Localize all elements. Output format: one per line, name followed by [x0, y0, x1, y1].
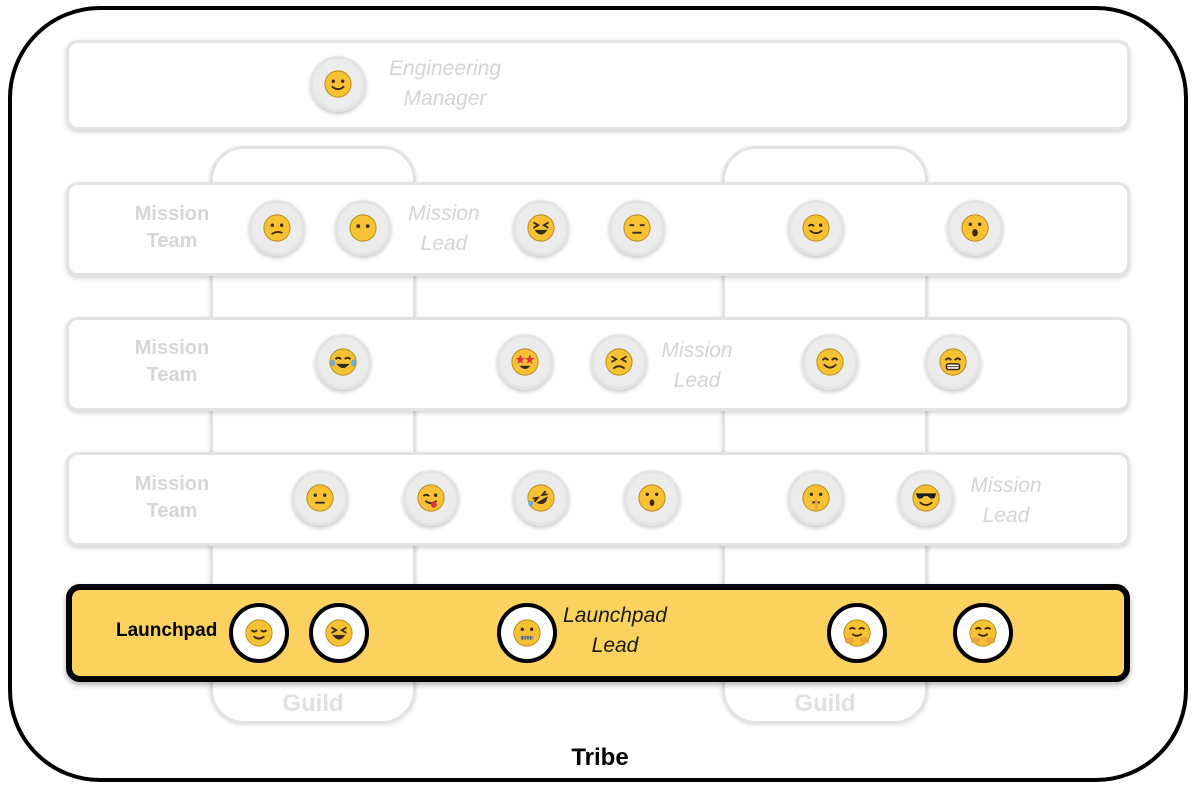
squinting-laughing-face-icon [325, 619, 353, 647]
sunglasses-face-icon [912, 484, 940, 512]
grimacing-face-icon [939, 348, 967, 376]
mission-team-label-1: Mission Team [112, 201, 232, 255]
smiling-face-icon [324, 70, 352, 98]
persevering-face-icon [605, 348, 633, 376]
mission-lead-label-3-line2: Lead [982, 504, 1030, 527]
smiling-eyes-face-icon [816, 348, 844, 376]
member-avatar [497, 334, 553, 390]
mission-lead-label-3-line1: Mission [970, 474, 1042, 497]
member-avatar [513, 470, 569, 526]
launchpad-member-avatar [309, 603, 369, 663]
launchpad-lead-label: Launchpad Lead [545, 601, 685, 661]
mission-team-label-3-line1: Mission [134, 473, 210, 495]
mission-team-label-2-line2: Team [146, 364, 198, 386]
member-avatar [925, 334, 981, 390]
manager-avatar [310, 56, 366, 112]
tribe-label: Tribe [571, 744, 629, 771]
member-avatar [249, 200, 305, 256]
mission-lead-label-1-line1: Mission [408, 202, 480, 225]
mission-team-label-3-line2: Team [146, 500, 198, 522]
mission-lead-label-2-line2: Lead [673, 369, 721, 392]
star-struck-face-icon [511, 348, 539, 376]
member-avatar [802, 334, 858, 390]
member-avatar [513, 200, 569, 256]
launchpad-label: Launchpad [116, 620, 218, 641]
member-avatar [788, 470, 844, 526]
member-avatar [947, 200, 1003, 256]
hugging-face-icon [843, 619, 871, 647]
launchpad-lead-label-line2: Lead [591, 634, 639, 657]
neutral-face-icon [306, 484, 334, 512]
shushing-face-icon [802, 484, 830, 512]
member-avatar [898, 470, 954, 526]
rolling-laughing-face-icon [527, 484, 555, 512]
member-avatar [624, 470, 680, 526]
launchpad-member-avatar [827, 603, 887, 663]
manager-label: Engineering Manager [375, 54, 515, 114]
launchpad-lead-avatar [497, 603, 557, 663]
mission-team-label-1-line2: Team [146, 230, 198, 252]
confused-face-icon [263, 214, 291, 242]
launchpad-member-avatar [229, 603, 289, 663]
member-avatar [292, 470, 348, 526]
tears-of-joy-face-icon [329, 348, 357, 376]
surprised-face-icon [961, 214, 989, 242]
face-without-mouth-icon [349, 214, 377, 242]
guild-label-left: Guild [282, 690, 344, 717]
relieved-face-icon [245, 619, 273, 647]
member-avatar [591, 334, 647, 390]
launchpad-member-avatar [953, 603, 1013, 663]
hugging-face-icon [969, 619, 997, 647]
zipper-mouth-face-icon [513, 619, 541, 647]
squinting-laughing-face-icon [527, 214, 555, 242]
member-avatar [335, 200, 391, 256]
member-avatar [788, 200, 844, 256]
mission-team-label-2-line1: Mission [134, 337, 210, 359]
mission-lead-label-1: Mission Lead [374, 199, 514, 259]
mission-team-label-1-line1: Mission [134, 203, 210, 225]
mission-team-label-2: Mission Team [112, 335, 232, 389]
member-avatar [403, 470, 459, 526]
mission-lead-label-2-line1: Mission [661, 339, 733, 362]
guild-label-right: Guild [794, 690, 856, 717]
manager-label-line2: Manager [403, 87, 487, 110]
mission-lead-label-2: Mission Lead [627, 336, 767, 396]
launchpad-lead-label-line1: Launchpad [563, 604, 667, 627]
mission-team-label-3: Mission Team [112, 471, 232, 525]
member-avatar [315, 334, 371, 390]
mission-lead-label-1-line2: Lead [420, 232, 468, 255]
tongue-out-face-icon [417, 484, 445, 512]
open-mouth-face-icon [638, 484, 666, 512]
member-avatar [609, 200, 665, 256]
winking-face-icon [802, 214, 830, 242]
engineering-manager-row [66, 40, 1130, 130]
mission-lead-label-3: Mission Lead [936, 471, 1076, 531]
manager-label-line1: Engineering [388, 57, 502, 80]
expressionless-face-icon [623, 214, 651, 242]
